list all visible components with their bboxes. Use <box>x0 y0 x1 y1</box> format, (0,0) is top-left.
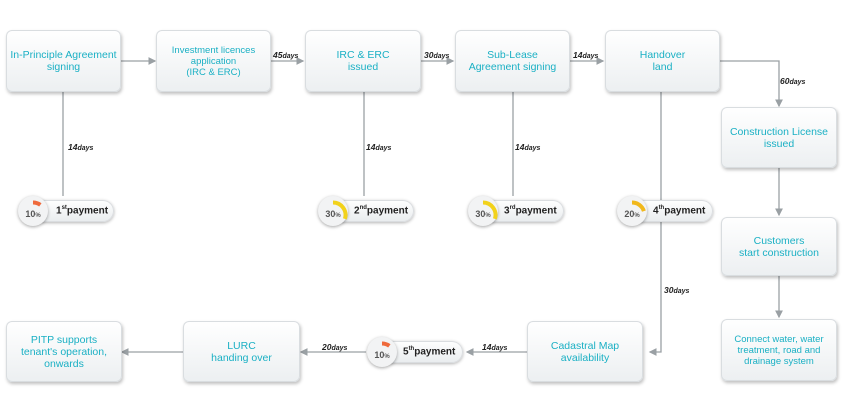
duration-label: 14days <box>573 50 599 60</box>
payment-percent: 30% <box>475 209 491 219</box>
payment-percent: 10% <box>25 209 41 219</box>
payment-arc-fill <box>381 341 391 348</box>
payment-percent: 30% <box>325 209 341 219</box>
payment-label: 2ndpayment <box>354 205 409 217</box>
payment-badge-3: 30% 3rdpayment <box>468 196 564 226</box>
payment-label: 4thpayment <box>653 205 706 217</box>
payment-percent: 10% <box>374 350 390 360</box>
payment-arc <box>32 200 42 207</box>
payment-badge-1: 10% 1stpayment <box>18 196 114 226</box>
payment-arc-fill <box>332 200 348 220</box>
duration-label: 14days <box>366 142 392 152</box>
payment-label: 5thpayment <box>403 346 456 358</box>
payment-arc <box>631 200 646 212</box>
payment-badge-2: 30% 2ndpayment <box>318 196 414 226</box>
payment-arc-fill <box>482 200 498 220</box>
step-pitp-support: PITP supports tenant's operation, onward… <box>6 321 122 382</box>
step-cadastral-map: Cadastral Map availability <box>527 321 643 382</box>
step-handover-land: Handover land <box>605 30 720 92</box>
duration-label: 30days <box>664 285 690 295</box>
payment-percent: 20% <box>624 209 640 219</box>
duration-label: 30days <box>424 50 450 60</box>
step-sublease-agreement: Sub-Lease Agreement signing <box>455 30 570 92</box>
step-construction-license: Construction License issued <box>721 107 837 168</box>
payment-arc-fill <box>631 200 646 212</box>
payment-arc <box>482 200 498 220</box>
step-customers-construction: Customers start construction <box>721 217 837 276</box>
duration-label: 60days <box>780 76 806 86</box>
payment-arc <box>381 341 391 348</box>
duration-label: 14days <box>482 342 508 352</box>
duration-label: 14days <box>68 142 94 152</box>
payment-label: 1stpayment <box>56 205 109 217</box>
step-in-principle-agreement: In-Principle Agreement signing <box>6 30 121 92</box>
step-lurc-handover: LURC handing over <box>183 321 300 382</box>
duration-label: 20days <box>322 342 348 352</box>
payment-badge-4: 20% 4thpayment <box>617 196 713 226</box>
duration-label: 14days <box>515 142 541 152</box>
payment-badge-5: 10% 5thpayment <box>367 337 463 367</box>
payment-label: 3rdpayment <box>504 205 557 217</box>
step-investment-licences: Investment licences application (IRC & E… <box>156 30 271 92</box>
duration-label: 45days <box>273 50 299 60</box>
step-connect-utilities: Connect water, water treatment, road and… <box>721 319 837 381</box>
payment-arc-fill <box>32 200 42 207</box>
payment-arc <box>332 200 348 220</box>
step-irc-erc-issued: IRC & ERC issued <box>305 30 421 92</box>
